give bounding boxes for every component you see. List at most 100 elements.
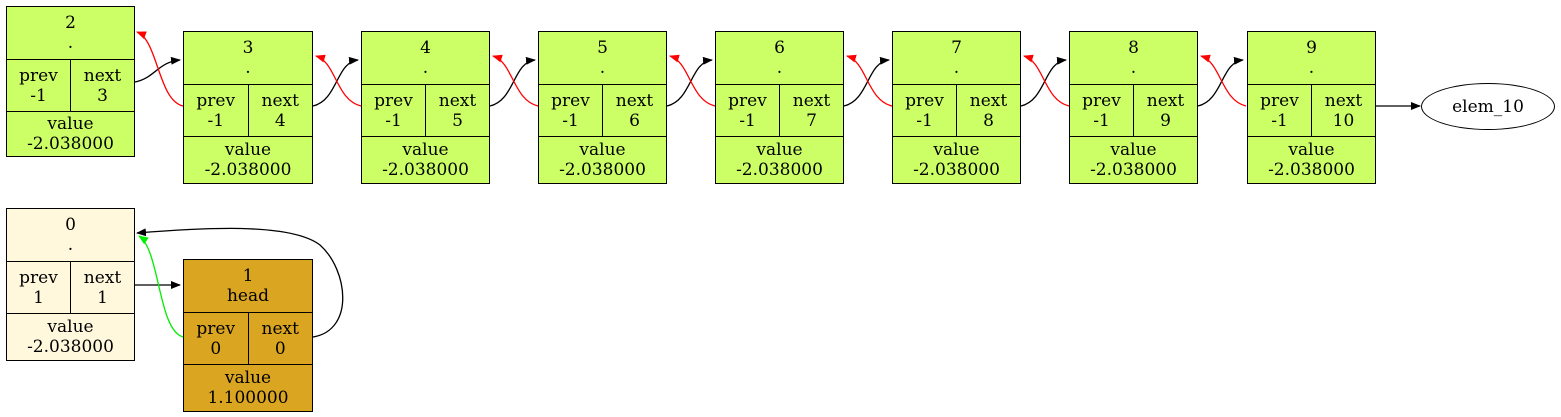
node-tag: . (1308, 58, 1315, 78)
node-title: 9 . (1248, 32, 1375, 85)
edge-prev-9-8 (1200, 54, 1247, 107)
head-node-1[interactable]: 1 head prev 0 next 0 value 1.100000 (183, 259, 313, 412)
node-title: 5 . (539, 32, 666, 85)
next-label: next (83, 65, 122, 86)
prev-cell: prev -1 (716, 85, 780, 136)
next-value: 7 (806, 110, 817, 131)
node-title: 7 . (893, 32, 1020, 85)
value-number: -2.038000 (204, 160, 292, 180)
node-title: 8 . (1070, 32, 1197, 85)
prev-label: prev (19, 65, 58, 86)
next-cell: next 9 (1134, 85, 1197, 136)
node-title: 4 . (362, 32, 489, 85)
next-label: next (1146, 90, 1185, 111)
next-label: next (261, 318, 299, 339)
node-tag: head (226, 286, 270, 306)
list-node-2[interactable]: 2 . prev -1 next 3 value -2.038000 (6, 6, 135, 157)
prev-value: -1 (562, 110, 579, 131)
value-label: value (402, 140, 449, 160)
value-cell: value -2.038000 (7, 314, 134, 360)
node-id: 1 (242, 266, 254, 286)
prev-value: 1 (33, 287, 44, 308)
next-cell: next 3 (71, 60, 134, 111)
node-id: 5 (597, 38, 608, 58)
node-links: prev -1 next 8 (893, 85, 1020, 137)
node-tag: . (953, 58, 960, 78)
terminal-node-elem-10[interactable]: elem_10 (1421, 83, 1555, 130)
list-node-9[interactable]: 9 . prev -1 next 10 value -2.038000 (1247, 31, 1376, 184)
list-node-6[interactable]: 6 . prev -1 next 7 value -2.038000 (715, 31, 844, 184)
node-id: 2 (65, 13, 76, 33)
node-links: prev -1 next 6 (539, 85, 666, 137)
prev-value: 0 (210, 338, 222, 359)
next-value: 10 (1332, 110, 1355, 131)
edge-next-8-9 (1197, 56, 1244, 107)
node-title: 3 . (184, 32, 312, 85)
edge-prev-1-0 (138, 235, 184, 338)
list-node-8[interactable]: 8 . prev -1 next 9 value -2.038000 (1069, 31, 1198, 184)
node-title: 6 . (716, 32, 843, 85)
prev-cell: prev 1 (7, 262, 71, 313)
next-cell: next 6 (603, 85, 666, 136)
prev-cell: prev -1 (7, 60, 71, 111)
value-number: -2.038000 (736, 160, 823, 180)
next-label: next (261, 90, 299, 111)
next-cell: next 5 (426, 85, 489, 136)
node-links: prev -1 next 4 (184, 85, 312, 137)
node-title: 1 head (184, 260, 312, 313)
value-cell: value -2.038000 (362, 137, 489, 183)
node-links: prev 1 next 1 (7, 262, 134, 314)
edge-prev-5-4 (492, 54, 539, 107)
prev-cell: prev -1 (1070, 85, 1134, 136)
next-label: next (438, 90, 477, 111)
prev-label: prev (728, 90, 767, 111)
node-title: 2 . (7, 7, 134, 60)
prev-label: prev (905, 90, 944, 111)
value-number: 1.100000 (207, 388, 289, 408)
node-tag: . (245, 58, 251, 78)
edge-next-1-0 (136, 227, 344, 338)
value-label: value (47, 317, 94, 337)
list-node-3[interactable]: 3 . prev -1 next 4 value -2.038000 (183, 31, 313, 184)
node-tag: . (67, 33, 74, 53)
next-cell: next 0 (249, 313, 313, 364)
value-cell: value -2.038000 (1248, 137, 1375, 183)
next-label: next (792, 90, 831, 111)
value-number: -2.038000 (27, 337, 114, 357)
edge-prev-8-7 (1023, 54, 1070, 107)
value-label: value (1288, 140, 1335, 160)
value-cell: value -2.038000 (539, 137, 666, 183)
edge-next-4-5 (489, 56, 536, 107)
free-node-0[interactable]: 0 . prev 1 next 1 value -2.038000 (6, 208, 135, 361)
next-value: 0 (274, 338, 286, 359)
prev-label: prev (196, 318, 236, 339)
edge-prev-7-6 (846, 54, 893, 107)
prev-value: -1 (1271, 110, 1288, 131)
value-label: value (1110, 140, 1157, 160)
next-cell: next 10 (1312, 85, 1375, 136)
next-label: next (969, 90, 1008, 111)
list-node-5[interactable]: 5 . prev -1 next 6 value -2.038000 (538, 31, 667, 184)
node-tag: . (1130, 58, 1137, 78)
list-node-7[interactable]: 7 . prev -1 next 8 value -2.038000 (892, 31, 1021, 184)
prev-label: prev (1082, 90, 1121, 111)
prev-cell: prev -1 (539, 85, 603, 136)
edge-next-6-7 (843, 56, 890, 107)
list-node-4[interactable]: 4 . prev -1 next 5 value -2.038000 (361, 31, 490, 184)
prev-value: -1 (1093, 110, 1110, 131)
edge-next-7-8 (1020, 56, 1067, 107)
value-number: -2.038000 (382, 160, 469, 180)
value-cell: value -2.038000 (184, 137, 312, 183)
terminal-label: elem_10 (1452, 96, 1524, 117)
node-id: 7 (951, 38, 962, 58)
prev-label: prev (1260, 90, 1299, 111)
prev-value: -1 (916, 110, 933, 131)
next-value: 5 (452, 110, 463, 131)
next-value: 9 (1160, 110, 1171, 131)
prev-cell: prev -1 (893, 85, 957, 136)
value-number: -2.038000 (1268, 160, 1355, 180)
value-number: -2.038000 (27, 134, 114, 154)
prev-value: -1 (739, 110, 756, 131)
node-title: 0 . (7, 209, 134, 262)
edge-next-5-6 (666, 56, 713, 107)
